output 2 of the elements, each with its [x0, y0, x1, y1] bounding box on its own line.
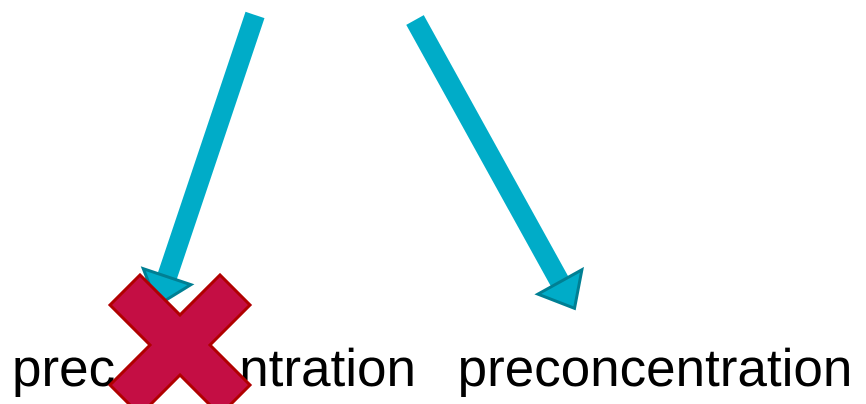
term-label: prec ntration [15, 348, 413, 397]
term-label: preconcentration [461, 348, 849, 397]
